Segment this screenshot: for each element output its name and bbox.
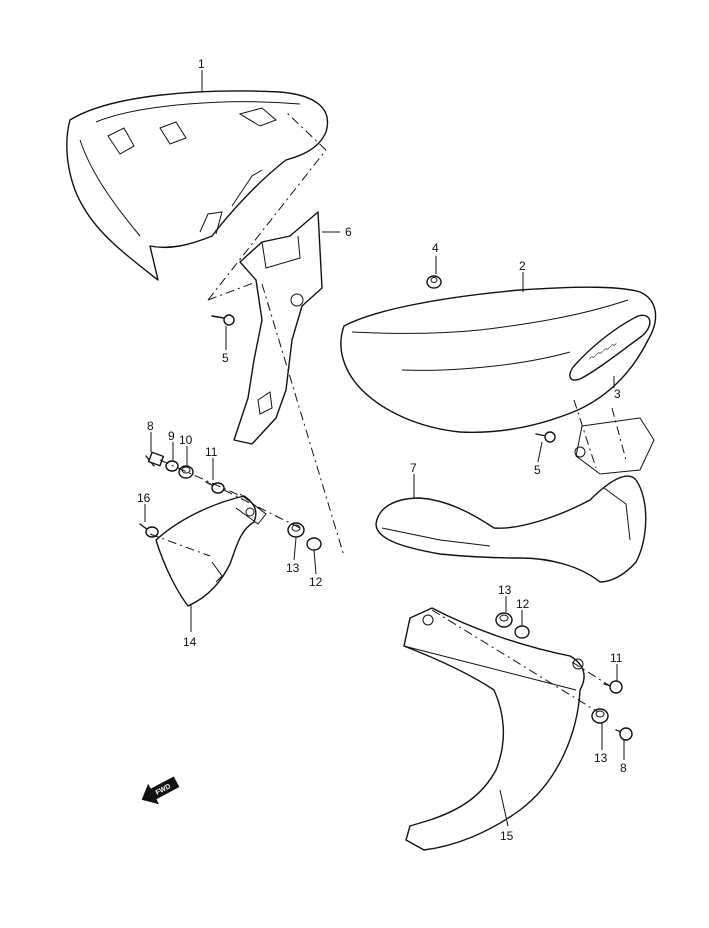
fastener-5-screw-left[interactable] — [211, 314, 235, 326]
leader-lines — [144, 70, 625, 827]
callout-12-left: 12 — [309, 575, 323, 589]
callout-numbers: 1 2 3 4 5 5 6 7 8 8 9 10 11 11 12 12 13 … — [137, 57, 627, 843]
callout-1: 1 — [198, 57, 205, 71]
callout-14: 14 — [183, 635, 197, 649]
callout-11-left: 11 — [205, 445, 218, 459]
fastener-8-bolt-right[interactable] — [615, 727, 633, 741]
callout-11-right: 11 — [610, 651, 623, 665]
fastener-8-bolt-left[interactable] — [145, 451, 165, 467]
fastener-11-screw-left[interactable] — [205, 481, 225, 494]
part-14-lower-cover[interactable] — [155, 493, 267, 607]
callout-6: 6 — [345, 225, 352, 239]
fastener-5-screw-right[interactable] — [535, 431, 556, 443]
callout-3: 3 — [614, 387, 621, 401]
callout-15: 15 — [500, 829, 514, 843]
fastener-13-grommet-right-bottom[interactable] — [591, 708, 609, 724]
part-1-cowl[interactable] — [66, 90, 329, 281]
part-2-side-cover[interactable] — [340, 286, 657, 433]
fastener-4-grommet[interactable] — [426, 275, 442, 289]
fastener-10-collar[interactable] — [178, 465, 194, 479]
forward-arrow-icon — [141, 776, 180, 805]
fastener-12-collar-right[interactable] — [514, 625, 530, 639]
part-7-lower-panel[interactable] — [375, 417, 655, 583]
callout-13-left: 13 — [286, 561, 300, 575]
callout-13-right-top: 13 — [498, 583, 512, 597]
fastener-12-collar-left[interactable] — [306, 537, 322, 551]
fastener-11-screw-right[interactable] — [603, 680, 623, 694]
callout-4: 4 — [432, 241, 439, 255]
callout-12-right: 12 — [516, 597, 530, 611]
fastener-13-grommet-right-top[interactable] — [495, 612, 513, 628]
callout-5-left: 5 — [222, 351, 229, 365]
callout-2: 2 — [519, 259, 526, 273]
callout-9: 9 — [168, 429, 175, 443]
callout-10: 10 — [179, 433, 193, 447]
callout-13-right-bottom: 13 — [594, 751, 608, 765]
part-15-lower-cover[interactable] — [403, 607, 585, 851]
fastener-16-screw[interactable] — [139, 523, 159, 538]
fastener-13-grommet-left[interactable] — [287, 522, 305, 538]
callout-8-right: 8 — [620, 761, 627, 775]
fastener-9-washer[interactable] — [165, 460, 179, 472]
callout-5-right: 5 — [534, 463, 541, 477]
callout-7: 7 — [410, 461, 417, 475]
forward-arrow-badge: FWD — [141, 776, 180, 805]
callout-8-left: 8 — [147, 419, 154, 433]
assembly-lines — [149, 111, 627, 713]
part-6-bracket[interactable] — [233, 211, 323, 445]
callout-16: 16 — [137, 491, 151, 505]
